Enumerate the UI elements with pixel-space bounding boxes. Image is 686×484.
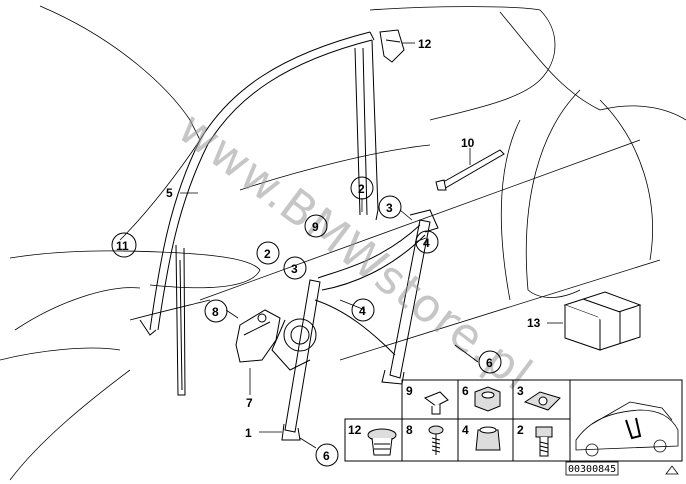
callout-11: 12 [418,37,432,51]
callout-7: 7 [246,396,253,410]
callout-9: 9 [312,220,319,234]
cell-12: 12 [348,423,362,437]
bolt-icon [535,426,553,457]
callout-8: 8 [212,305,219,319]
callout-2a: 2 [264,247,271,261]
callout-3a: 3 [291,262,298,276]
catalog-code: 00300845 [568,464,616,475]
hardware-panel-labels: 9 6 3 12 8 4 2 [348,384,524,437]
callout-10: 10 [461,136,475,150]
cell-8: 8 [406,423,413,437]
callout-12: 11 [116,239,129,253]
window-seal-strip [139,31,379,396]
callout-6b: 6 [323,449,330,463]
clip-icon [423,391,449,415]
hardware-icons [367,386,561,457]
clip-nut-icon [523,391,561,411]
callout-1: 1 [245,426,252,440]
callout-13: 13 [527,316,541,330]
hardware-panel [344,379,683,462]
callout-3b: 3 [386,201,393,215]
hex-nut-icon [474,386,501,412]
repair-kit-box [563,291,642,351]
callout-4b: 4 [359,304,366,318]
callout-5: 5 [166,186,173,200]
cell-3: 3 [517,384,524,398]
arrow-triangle-icon [665,465,679,475]
clip-part [379,29,405,63]
callout-labels: 11 9 2 3 2 3 4 4 8 6 6 5 12 10 13 1 7 [116,37,541,463]
callout-2b: 2 [358,182,365,196]
window-regulator [271,209,439,441]
callout-6a: 6 [486,356,493,370]
callout-circles [111,176,502,467]
callout-4a: 4 [423,236,430,250]
guide-strip [435,149,505,191]
catalog-code-box [565,461,619,476]
cage-nut-icon [475,426,501,451]
plug-icon [367,428,397,456]
car-silhouette-icon [575,401,679,457]
cell-4: 4 [462,423,469,437]
window-motor [235,309,281,363]
cell-9: 9 [406,384,413,398]
cell-2: 2 [517,423,524,437]
screw-icon [428,425,444,455]
car-body-outline [0,5,686,481]
cell-6: 6 [462,384,469,398]
leader-lines [180,42,563,449]
